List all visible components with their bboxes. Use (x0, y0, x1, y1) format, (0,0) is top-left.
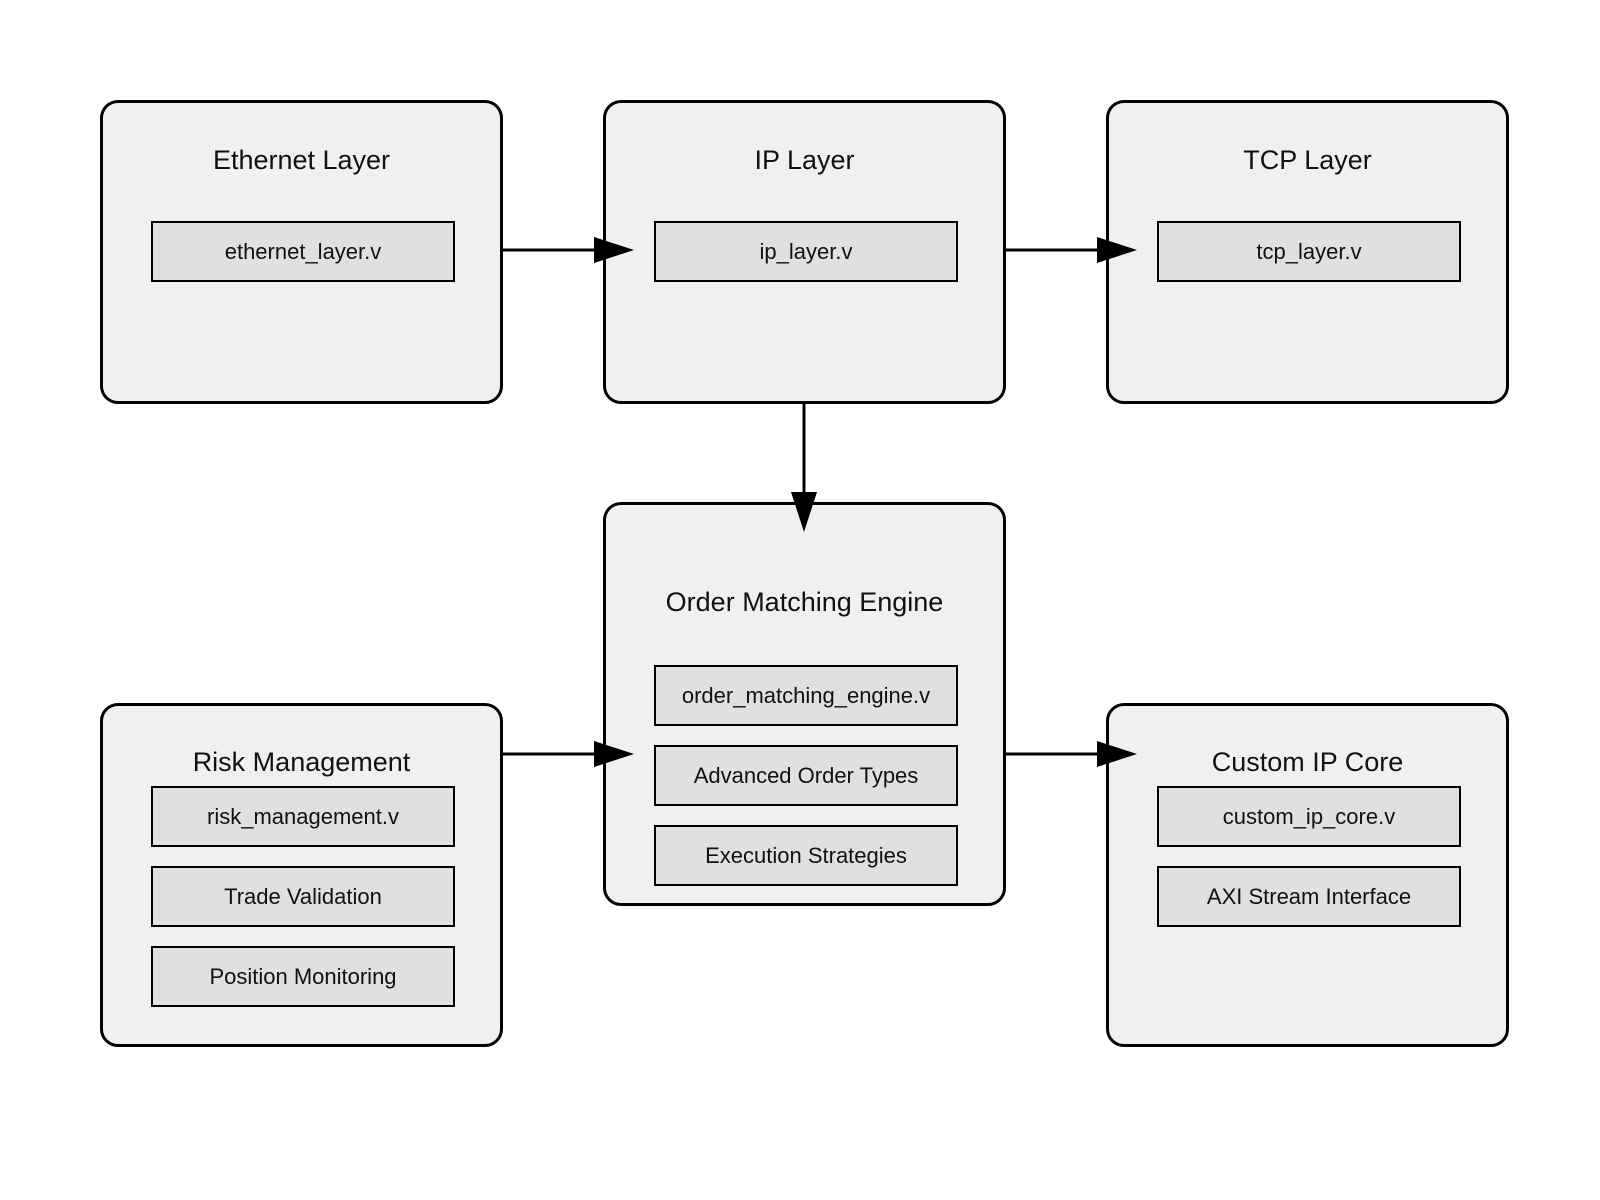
trade-validation-module: Trade Validation (151, 866, 455, 927)
position-monitoring-module: Position Monitoring (151, 946, 455, 1007)
ethernet-layer-block: Ethernet Layer ethernet_layer.v (100, 100, 503, 404)
custom-ip-core-module: custom_ip_core.v (1157, 786, 1461, 847)
axi-stream-interface-module: AXI Stream Interface (1157, 866, 1461, 927)
custom-ip-core-block: Custom IP Core custom_ip_core.v AXI Stre… (1106, 703, 1509, 1047)
risk-management-title: Risk Management (192, 747, 411, 777)
tcp-layer-title: TCP Layer (1243, 145, 1372, 175)
ip-layer-title: IP Layer (754, 145, 855, 175)
ethernet-layer-title: Ethernet Layer (212, 145, 391, 175)
ip-layer-block: IP Layer ip_layer.v (603, 100, 1006, 404)
execution-strategies-module: Execution Strategies (654, 825, 958, 886)
order-matching-engine-block: Order Matching Engine order_matching_eng… (603, 502, 1006, 906)
custom-ip-core-title: Custom IP Core (1211, 747, 1404, 777)
advanced-order-types-module: Advanced Order Types (654, 745, 958, 806)
tcp-layer-module: tcp_layer.v (1157, 221, 1461, 282)
ip-layer-module: ip_layer.v (654, 221, 958, 282)
tcp-layer-block: TCP Layer tcp_layer.v (1106, 100, 1509, 404)
risk-management-block: Risk Management risk_management.v Trade … (100, 703, 503, 1047)
order-matching-engine-title: Order Matching Engine (665, 587, 944, 617)
order-matching-engine-module: order_matching_engine.v (654, 665, 958, 726)
ethernet-layer-module: ethernet_layer.v (151, 221, 455, 282)
risk-management-module: risk_management.v (151, 786, 455, 847)
